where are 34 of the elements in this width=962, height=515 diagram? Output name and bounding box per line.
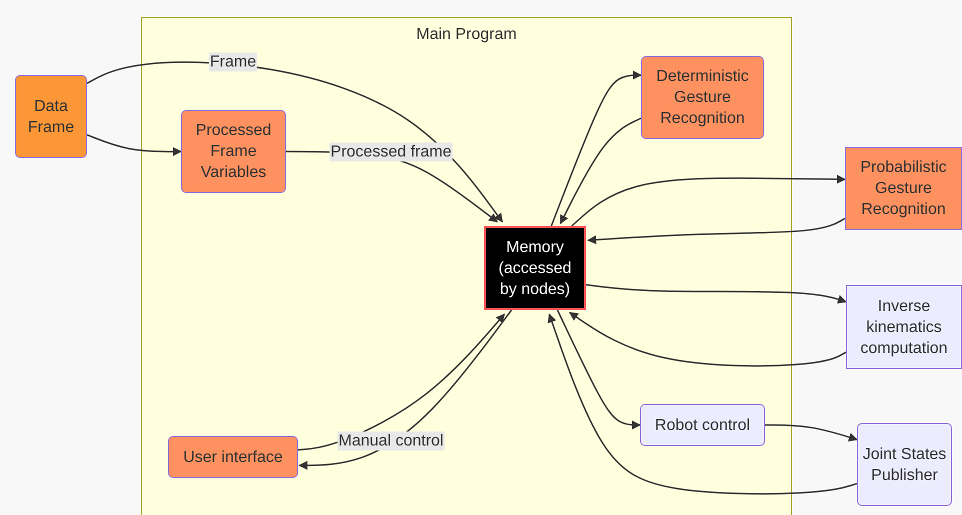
arrow bbox=[587, 218, 846, 244]
node-label: Probabilistic Gesture Recognition bbox=[859, 158, 948, 220]
node-label: Robot control bbox=[654, 416, 752, 436]
arrow bbox=[548, 313, 858, 495]
arrow bbox=[86, 134, 182, 156]
process-box bbox=[846, 285, 962, 369]
process-box bbox=[845, 147, 962, 230]
node-label: Memory (accessed by nodes) bbox=[498, 238, 572, 300]
node-label: User interface bbox=[182, 448, 284, 468]
process-box bbox=[641, 56, 764, 139]
arrow bbox=[765, 424, 858, 442]
node-label: Joint States Publisher bbox=[862, 444, 948, 486]
arrow bbox=[586, 284, 847, 304]
arrow bbox=[556, 310, 641, 430]
arrow bbox=[550, 70, 642, 226]
node-label: Data Frame bbox=[26, 96, 76, 138]
process-box bbox=[168, 436, 298, 478]
process-box bbox=[640, 404, 765, 446]
node-label: Inverse kinematics computation bbox=[859, 296, 949, 358]
arrow bbox=[560, 118, 642, 224]
source-box bbox=[15, 75, 87, 158]
program-region bbox=[141, 17, 792, 515]
region-title: Main Program bbox=[415, 25, 518, 45]
arrow bbox=[568, 312, 846, 367]
node-label: Processed Frame Variables bbox=[194, 121, 272, 183]
process-box bbox=[181, 110, 286, 193]
process-box bbox=[857, 423, 952, 506]
node-label: Deterministic Gesture Recognition bbox=[655, 67, 750, 129]
memory-box bbox=[484, 226, 586, 310]
arrow bbox=[298, 314, 505, 451]
arrow bbox=[571, 174, 846, 227]
edge-label: Frame bbox=[208, 52, 258, 72]
edge-label: Manual control bbox=[338, 432, 444, 450]
edge-label: Processed frame bbox=[330, 142, 452, 162]
